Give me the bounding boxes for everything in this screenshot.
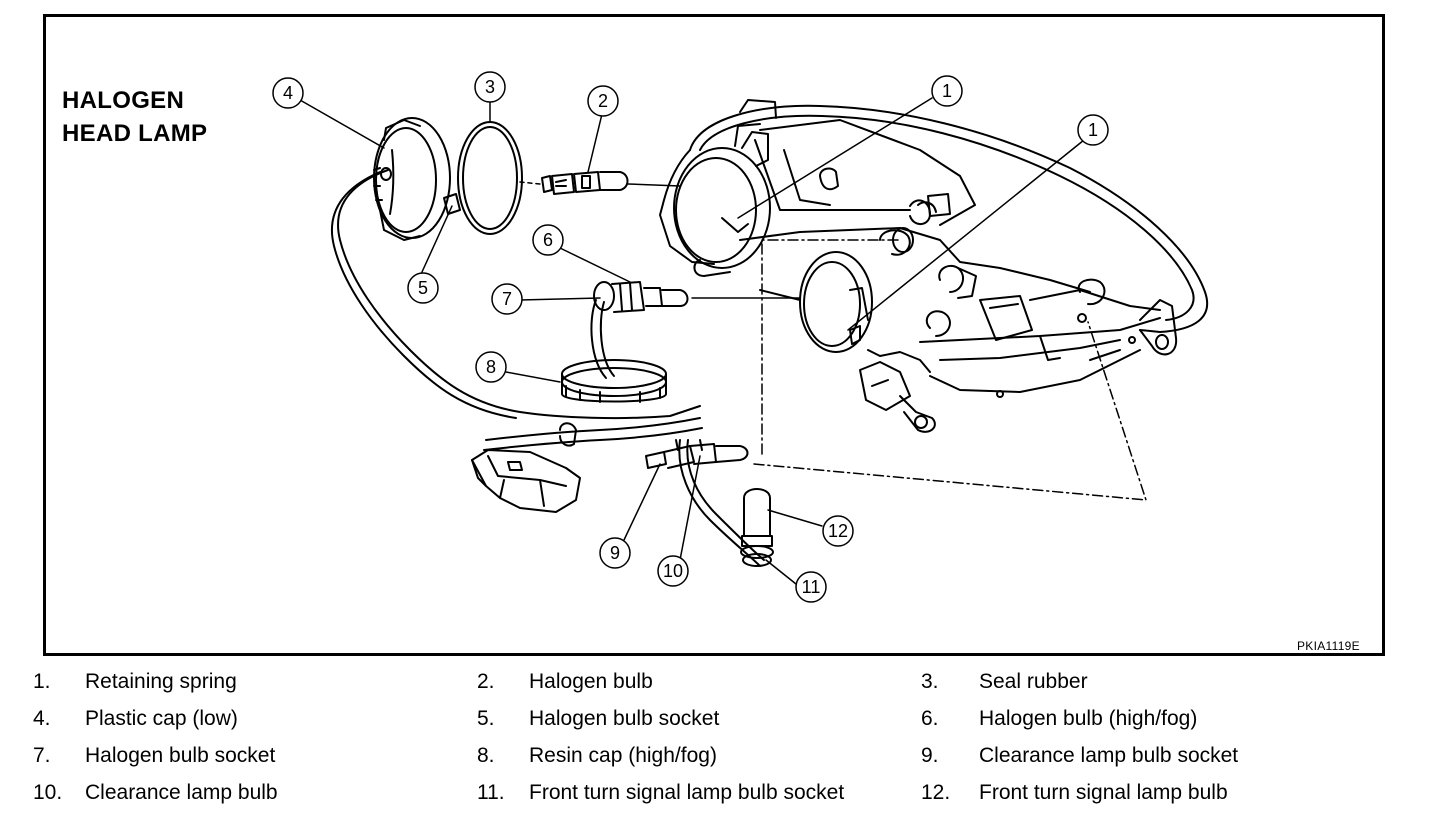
callout-5: 5 [407, 272, 439, 304]
legend-number: 4. [33, 707, 51, 730]
legend-number: 6. [921, 707, 939, 730]
callout-7: 7 [491, 283, 523, 315]
svg-text:8: 8 [486, 357, 496, 377]
diagram-frame [43, 14, 1385, 656]
legend-number: 9. [921, 744, 939, 767]
svg-text:10: 10 [663, 561, 683, 581]
svg-text:12: 12 [828, 521, 848, 541]
legend-number: 10. [33, 781, 63, 804]
title-line-1: HALOGEN [62, 87, 185, 114]
legend-label: Clearance lamp bulb socket [979, 744, 1239, 767]
svg-text:6: 6 [543, 230, 553, 250]
legend-label: Seal rubber [979, 670, 1088, 693]
turn-signal-bulb [740, 488, 774, 567]
plastic-cap-low [373, 117, 461, 241]
svg-text:11: 11 [802, 577, 821, 597]
callout-10: 10 [657, 555, 689, 587]
legend-number: 5. [477, 707, 495, 730]
svg-text:4: 4 [283, 83, 293, 103]
callout-11: 11 [795, 571, 827, 603]
assembly-lines [627, 183, 1147, 501]
headlamp-housing [659, 99, 1209, 433]
halogen-bulb-high-fog [593, 281, 689, 313]
legend-number: 8. [477, 744, 495, 767]
callout-12: 12 [822, 515, 854, 547]
resin-cap-high-fog [561, 359, 667, 403]
title-line-2: HEAD LAMP [62, 120, 208, 147]
legend-number: 3. [921, 670, 939, 693]
legend-number: 11. [477, 781, 505, 804]
callout-3: 3 [474, 71, 506, 103]
svg-text:3: 3 [485, 77, 495, 97]
legend-label: Halogen bulb [529, 670, 653, 693]
callout-1-lower: 1 [1077, 114, 1109, 146]
legend-label: Halogen bulb socket [85, 744, 276, 767]
legend-number: 7. [33, 744, 51, 767]
callout-2: 2 [587, 85, 619, 117]
svg-text:2: 2 [598, 91, 608, 111]
svg-text:1: 1 [1088, 120, 1098, 140]
clearance-lamp-socket [645, 439, 749, 469]
legend-label: Clearance lamp bulb [85, 781, 278, 804]
callout-1-upper: 1 [931, 75, 963, 107]
legend-label: Halogen bulb (high/fog) [979, 707, 1198, 730]
diagram-title: HALOGEN HEAD LAMP [62, 84, 207, 150]
legend-label: Plastic cap (low) [85, 707, 238, 730]
legend-label: Front turn signal lamp bulb socket [529, 781, 845, 804]
wire-harness [331, 169, 765, 567]
legend-number: 1. [33, 670, 51, 693]
svg-text:1: 1 [942, 81, 952, 101]
svg-text:7: 7 [502, 289, 512, 309]
callout-6: 6 [532, 224, 564, 256]
callout-9: 9 [599, 537, 631, 569]
callout-leaders [299, 97, 1085, 585]
legend-number: 2. [477, 670, 495, 693]
figure-code: PKIA1119E [1297, 639, 1360, 653]
callout-4: 4 [272, 77, 304, 109]
legend-label: Resin cap (high/fog) [529, 744, 717, 767]
callout-8: 8 [475, 351, 507, 383]
svg-text:5: 5 [418, 278, 428, 298]
legend-label: Front turn signal lamp bulb [979, 781, 1228, 804]
seal-rubber [457, 121, 523, 235]
legend-label: Retaining spring [85, 670, 237, 693]
legend-number: 12. [921, 781, 951, 804]
svg-text:9: 9 [610, 543, 620, 563]
parts-legend: 1. Retaining spring 2. Halogen bulb 3. S… [0, 662, 1440, 820]
halogen-bulb-low [519, 171, 629, 195]
callout-circles: 1 1 2 3 4 5 6 7 [272, 71, 1109, 603]
legend-label: Halogen bulb socket [529, 707, 720, 730]
